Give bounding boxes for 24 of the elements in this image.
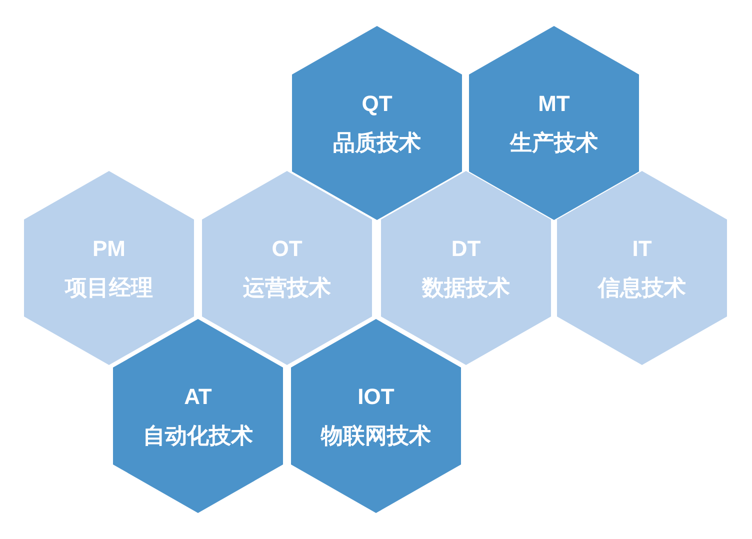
- hexagon-label: 品质技术: [333, 129, 421, 156]
- hexagon-node: [292, 26, 462, 220]
- hexagon-code: AT: [184, 382, 212, 410]
- hexagon-code: OT: [272, 234, 302, 262]
- hexagon-node: [381, 171, 551, 365]
- hexagon-label: 信息技术: [598, 274, 686, 302]
- hexagon-code: MT: [538, 90, 570, 117]
- hexagon-label: 物联网技术: [321, 422, 431, 450]
- hexagon-node: [113, 319, 283, 513]
- hexagon-code: IOT: [358, 382, 394, 410]
- hexagon-label: 自动化技术: [143, 422, 253, 450]
- hexagon-node: [557, 171, 727, 365]
- hexagon-code: DT: [451, 234, 481, 262]
- hexagon-label: 项目经理: [65, 274, 153, 302]
- hexagon-code: PM: [92, 234, 126, 262]
- hexagon-node: [24, 171, 194, 365]
- hexagon-code: QT: [362, 90, 392, 117]
- hexagon-node: [291, 319, 461, 513]
- hexagon-node: [469, 26, 639, 220]
- hexagon-code: IT: [632, 234, 652, 262]
- hexagon-label: 生产技术: [510, 129, 598, 156]
- hexagon-label: 运营技术: [243, 274, 331, 302]
- hexagon-node: [202, 171, 372, 365]
- hexagon-label: 数据技术: [422, 274, 510, 302]
